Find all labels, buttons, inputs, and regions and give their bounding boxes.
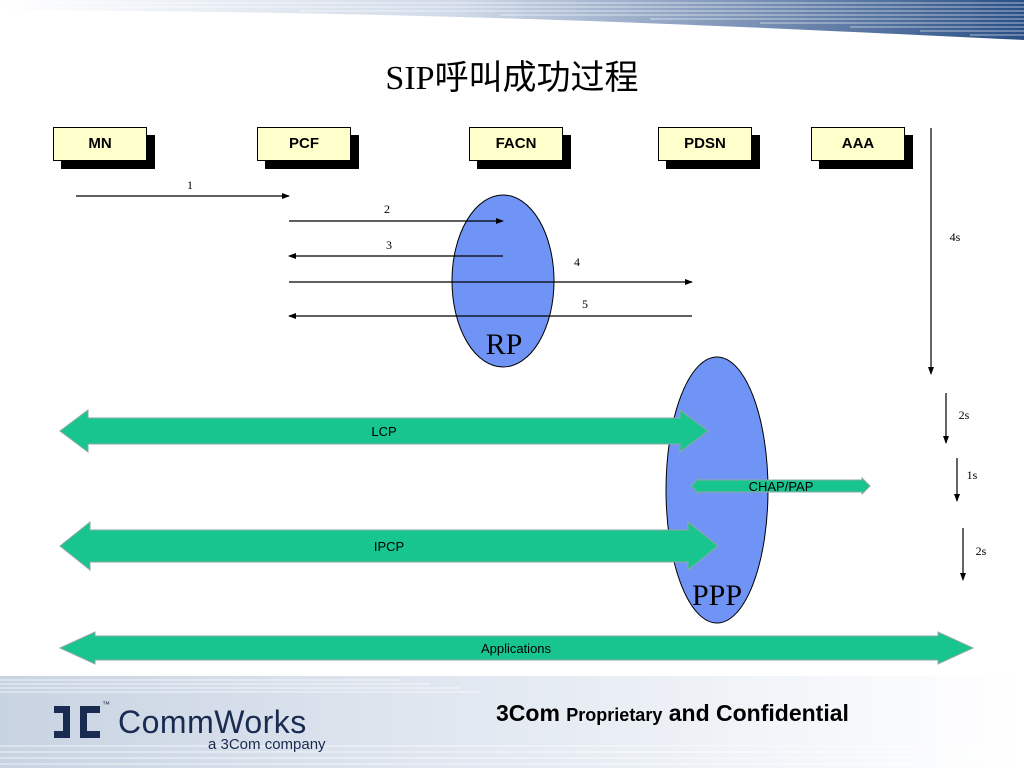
- entity-facn: FACN: [469, 127, 563, 161]
- rp-label: RP: [486, 328, 523, 361]
- brand-trademark: ™: [102, 700, 110, 709]
- applications-phase-label: Applications: [481, 641, 552, 656]
- brand-name: CommWorks: [118, 704, 307, 740]
- entity-pcf: PCF: [257, 127, 351, 161]
- message-label-3: 3: [386, 238, 392, 252]
- timing-label-2s-a: 2s: [959, 408, 970, 422]
- chap-phase-arrow: [690, 476, 871, 496]
- entity-mn: MN: [53, 127, 147, 161]
- lcp-phase-arrow: [59, 409, 709, 453]
- rp-region: [451, 194, 555, 368]
- entity-pdsn: PDSN: [658, 127, 752, 161]
- confidential-part-proprietary: Proprietary: [566, 705, 663, 725]
- message-label-1: 1: [187, 178, 193, 192]
- message-label-2: 2: [384, 202, 390, 216]
- message-label-5: 5: [582, 297, 588, 311]
- top-band: [0, 0, 1024, 40]
- message-label-4: 4: [574, 255, 580, 269]
- entity-aaa: AAA: [811, 127, 905, 161]
- timing-label-2s-b: 2s: [976, 544, 987, 558]
- chap-phase-label: CHAP/PAP: [749, 479, 814, 494]
- confidential-notice: 3Com Proprietary and Confidential: [496, 700, 849, 727]
- commworks-logo-icon: [54, 706, 100, 738]
- footer-band: [0, 676, 1024, 768]
- confidential-part-company: 3Com: [496, 700, 567, 726]
- lcp-phase-label: LCP: [371, 424, 396, 439]
- flow-diagram: RP 1 2 3 4 5 4s 2s 1s 2s PPP LCP CHAP/PA…: [58, 128, 987, 665]
- applications-phase-arrow: [58, 631, 975, 665]
- brand-subtitle: a 3Com company: [208, 736, 326, 753]
- timing-label-4s: 4s: [950, 230, 961, 244]
- ppp-label: PPP: [692, 579, 742, 612]
- confidential-part-rest: and Confidential: [662, 700, 849, 726]
- ipcp-phase-label: IPCP: [374, 539, 404, 554]
- ipcp-phase-arrow: [59, 520, 719, 572]
- page-title: SIP呼叫成功过程: [385, 60, 639, 97]
- timing-label-1s: 1s: [967, 468, 978, 482]
